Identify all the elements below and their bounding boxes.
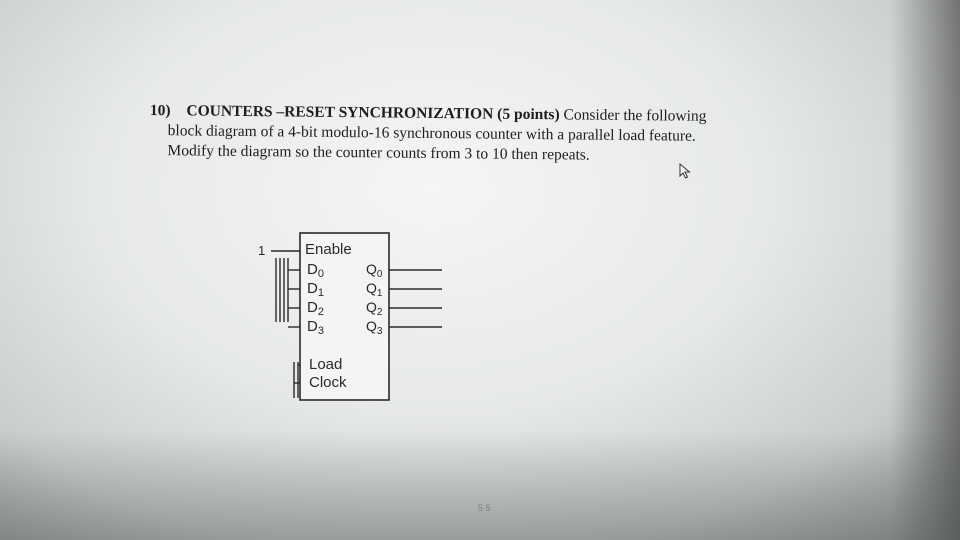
enable-label: Enable — [305, 241, 352, 258]
question-title: COUNTERS –RESET SYNCHRONIZATION — [186, 102, 494, 123]
photo-vignette-bottom — [0, 430, 960, 540]
clock-label: Clock — [309, 374, 347, 391]
counter-box — [299, 232, 390, 401]
question-number: 10) — [149, 101, 171, 120]
question-line-1-rest: Consider the following — [563, 106, 707, 125]
d1-label: D1 — [307, 280, 324, 299]
question-text: 10) COUNTERS –RESET SYNCHRONIZATION (5 p… — [149, 101, 810, 168]
d2-label: D2 — [307, 299, 324, 318]
question-points: (5 points) — [497, 105, 560, 124]
counter-block-diagram: 1 Enable D0 D1 D2 D3 Q0 Q1 Q2 Q3 Load Cl… — [250, 230, 450, 410]
q1-label: Q1 — [366, 280, 383, 299]
q0-label: Q0 — [366, 261, 383, 280]
load-label: Load — [309, 356, 342, 373]
q3-label: Q3 — [366, 318, 383, 337]
photo-vignette-right — [890, 0, 960, 540]
d3-label: D3 — [307, 318, 324, 337]
mouse-pointer-icon — [678, 162, 692, 184]
page-number: 5 5 — [478, 503, 491, 513]
enable-input-value: 1 — [258, 243, 265, 258]
q2-label: Q2 — [366, 299, 383, 318]
d0-label: D0 — [307, 261, 324, 280]
